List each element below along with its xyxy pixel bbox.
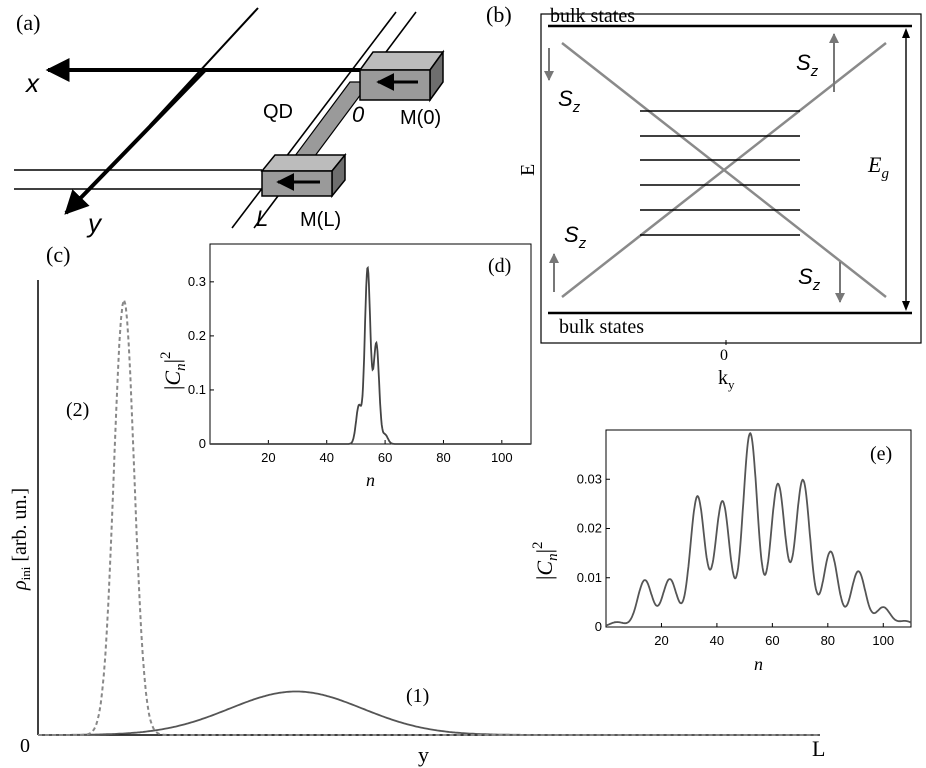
y-tick-label: 0.01	[577, 570, 602, 585]
x-tick-label: 80	[436, 450, 450, 465]
panel-d-label: (d)	[488, 255, 511, 277]
spin-label: Sz	[798, 264, 821, 294]
curve-2-label: (2)	[66, 399, 89, 421]
y-tick-label: 0.02	[577, 521, 602, 536]
y-axis-arrow	[64, 68, 207, 215]
y-tick-label: 0.03	[577, 471, 602, 486]
panel-b: (b) bulk states bulk states Eg E 0 ky	[486, 2, 922, 392]
k-zero-label: 0	[720, 347, 728, 364]
panel-e: (e) 20 40 60 80 100 0 0.01 0.02 0.03 n |Cn|2	[530, 429, 912, 674]
x-tick-label: 60	[378, 450, 392, 465]
y-axis-label: y	[86, 208, 103, 238]
panel-d: (d) 20 40 60 80 100 0 0.1 0.2 0.3 n |Cn|2	[158, 243, 532, 490]
y-tick-label: 0.1	[188, 382, 206, 397]
panel-d-xlabel: n	[366, 470, 375, 490]
panel-e-ylabel: |Cn|2	[530, 542, 561, 581]
spin-label: Sz	[796, 50, 819, 80]
panel-a: (a) x y QD 0 M(0) L M(L)	[14, 7, 445, 238]
origin-label: 0	[352, 102, 365, 127]
panel-a-label: (a)	[16, 10, 40, 35]
panel-e-xlabel: n	[754, 654, 763, 674]
rail-line	[231, 11, 397, 229]
qd-levels	[640, 110, 800, 236]
m0-label: M(0)	[400, 107, 441, 129]
y-tick-label: 0	[595, 619, 602, 634]
x-tick-label: 40	[319, 450, 333, 465]
panel-c: (c) 0 y L ρini [arb. un.] (1) (2)	[9, 242, 825, 767]
x-tick-label: 60	[765, 633, 779, 648]
panel-e-label: (e)	[870, 443, 892, 465]
qd-label: QD	[263, 101, 293, 123]
panel-b-label: (b)	[486, 2, 512, 27]
x-tick-label: 100	[872, 633, 894, 648]
y-tick-label: 0.3	[188, 274, 206, 289]
x-tick-label: 20	[654, 633, 668, 648]
magnet-m0	[358, 49, 445, 103]
spin-label: Sz	[558, 86, 581, 116]
x-tick-label: 80	[821, 633, 835, 648]
y-tick-label: 0.2	[188, 328, 206, 343]
edge-state-line	[561, 42, 887, 298]
panel-b-frame	[540, 13, 922, 344]
x-tick-label: 20	[261, 450, 275, 465]
bulk-states-bottom: bulk states	[559, 316, 644, 338]
panel-c-label: (c)	[46, 242, 70, 267]
y-tick-label: 0	[199, 436, 206, 451]
x-axis-label: x	[24, 68, 40, 98]
curve-1-label: (1)	[406, 685, 429, 707]
end-label: L	[256, 206, 268, 231]
k-axis-label: ky	[718, 367, 735, 392]
panel-c-xL: L	[812, 736, 825, 761]
magnet-mL	[260, 152, 347, 199]
mL-label: M(L)	[300, 209, 341, 231]
panel-c-ylabel: ρini [arb. un.]	[9, 488, 33, 591]
panel-e-axes: 20 40 60 80 100 0 0.01 0.02 0.03	[577, 430, 911, 648]
bulk-states-top: bulk states	[550, 5, 635, 27]
energy-axis-label: E	[517, 164, 539, 176]
panel-d-curve	[210, 265, 531, 445]
series-curve-2	[38, 296, 820, 736]
gap-label: Eg	[867, 152, 889, 182]
spin-label: Sz	[564, 222, 587, 252]
panel-c-zero: 0	[20, 735, 30, 757]
x-tick-label: 100	[491, 450, 513, 465]
x-tick-label: 40	[710, 633, 724, 648]
panel-c-xlabel: y	[418, 742, 429, 767]
panel-e-curve	[605, 432, 912, 627]
panel-d-ylabel: |Cn|2	[158, 352, 189, 391]
